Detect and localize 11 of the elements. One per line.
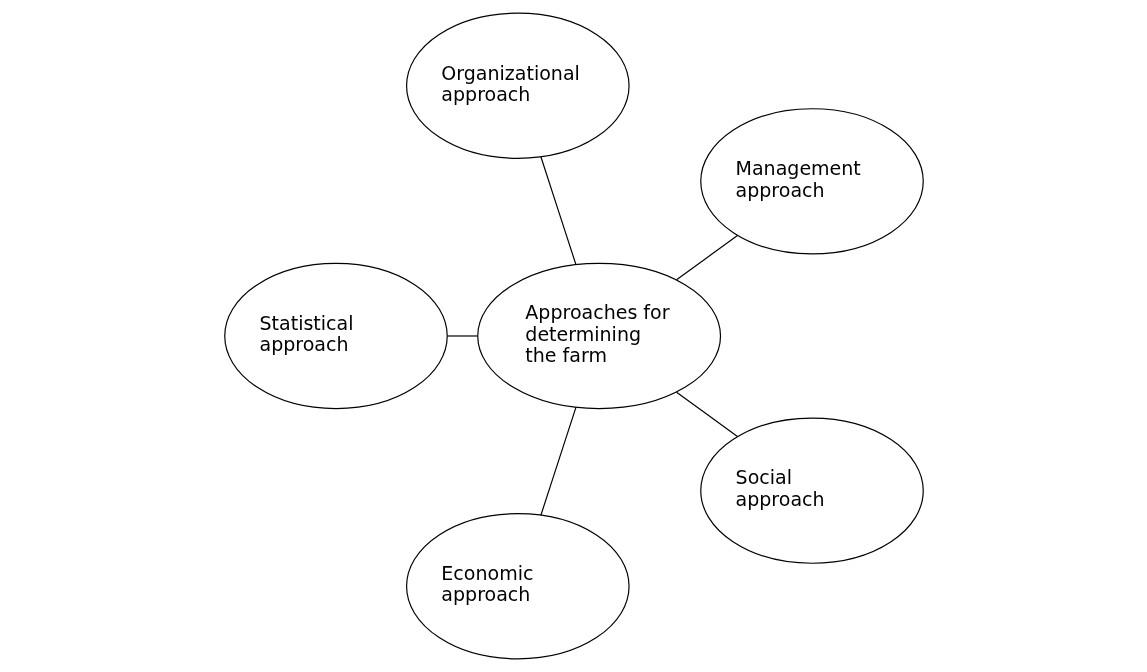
node-ellipse: Approaches for determining the farm: [476, 262, 721, 410]
connector: [539, 406, 577, 516]
node-ellipse: Economic approach: [405, 513, 630, 660]
node-ellipse: Management approach: [699, 108, 924, 255]
connector: [539, 156, 577, 266]
node-ellipse: Statistical approach: [223, 262, 448, 410]
connector: [675, 391, 738, 438]
node-ellipse: Social approach: [699, 417, 924, 564]
connector: [675, 234, 738, 281]
connector: [446, 335, 478, 337]
node-ellipse: Organizational approach: [405, 12, 630, 159]
